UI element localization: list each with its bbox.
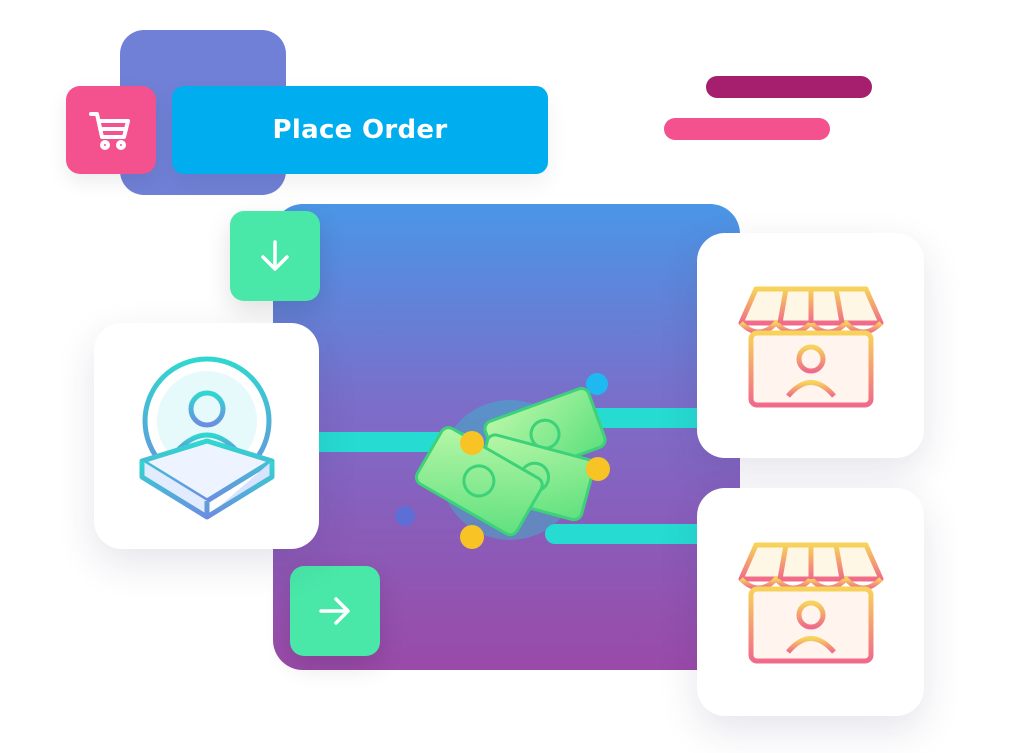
store-card-2 (697, 488, 924, 716)
cart-button[interactable] (66, 86, 156, 174)
decorative-dot (586, 373, 608, 395)
store-card-1 (697, 233, 924, 458)
connector-bottom-right (545, 524, 710, 544)
customer-card (94, 323, 319, 549)
arrow-down-button[interactable] (230, 211, 320, 301)
connector-left (310, 432, 470, 452)
arrow-right-icon (319, 597, 350, 625)
storefront-icon (738, 286, 883, 407)
customer-platform-icon (139, 356, 274, 520)
storefront-icon (738, 542, 883, 664)
arrow-right-button[interactable] (290, 566, 380, 656)
decorative-line-dark (706, 76, 872, 98)
decorative-line-pink (664, 118, 830, 140)
place-order-label: Place Order (272, 115, 448, 145)
cash-bills-icon (414, 387, 610, 549)
arrow-down-icon (261, 240, 289, 271)
place-order-button[interactable]: Place Order (172, 86, 548, 174)
decorative-dot (395, 506, 415, 526)
shopping-cart-icon (89, 112, 130, 150)
